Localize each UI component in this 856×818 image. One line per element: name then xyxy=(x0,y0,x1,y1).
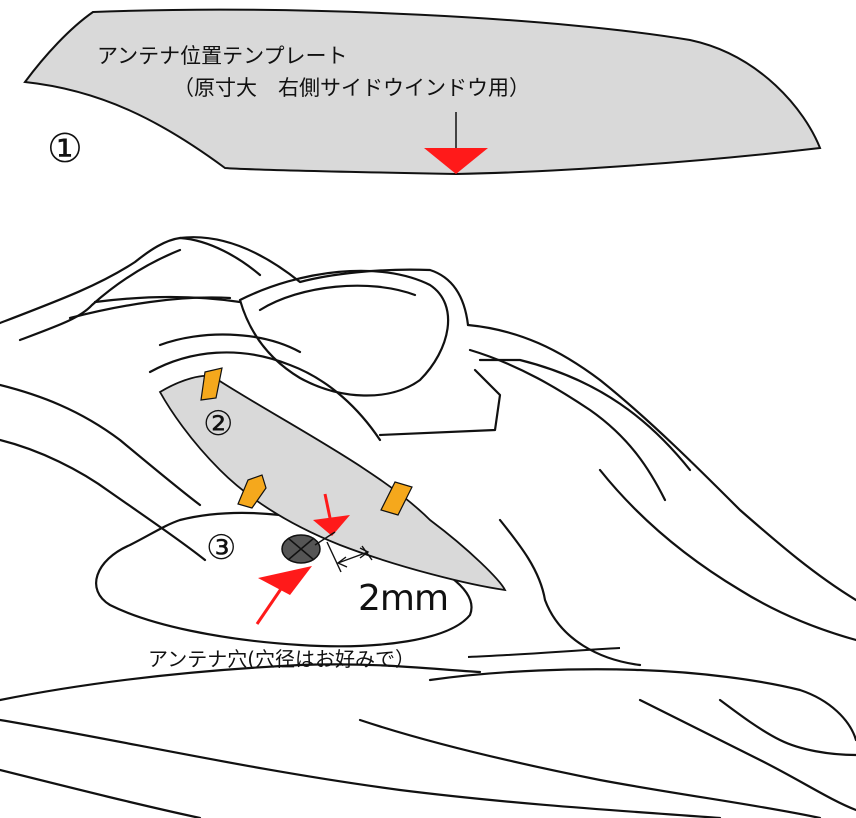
hole-center-guide xyxy=(314,531,336,546)
step-2-marker: ② xyxy=(203,404,234,444)
tape-bottom-left xyxy=(237,474,267,509)
template-shape xyxy=(23,8,822,176)
hole-pointer-line xyxy=(323,493,332,519)
hole-arrow-head xyxy=(258,566,312,595)
template-center-marker xyxy=(424,148,488,174)
tape-top xyxy=(200,367,223,401)
tape-bottom-right xyxy=(380,481,413,516)
dimension-label: 2mm xyxy=(358,578,449,619)
template-subtitle: （原寸大 右側サイドウインドウ用） xyxy=(173,76,530,100)
dimension-arrow xyxy=(326,541,373,573)
hole-marker-arrowhead xyxy=(313,515,350,536)
hole-cross-2 xyxy=(287,537,315,561)
step-3-marker: ③ xyxy=(206,528,237,568)
hole-label-leader xyxy=(467,647,621,658)
antenna-hole-label: アンテナ穴(穴径はお好みで） xyxy=(148,647,416,671)
step-1-marker: ① xyxy=(47,126,83,172)
template-on-window xyxy=(158,375,507,592)
template-title: アンテナ位置テンプレート xyxy=(97,44,348,68)
